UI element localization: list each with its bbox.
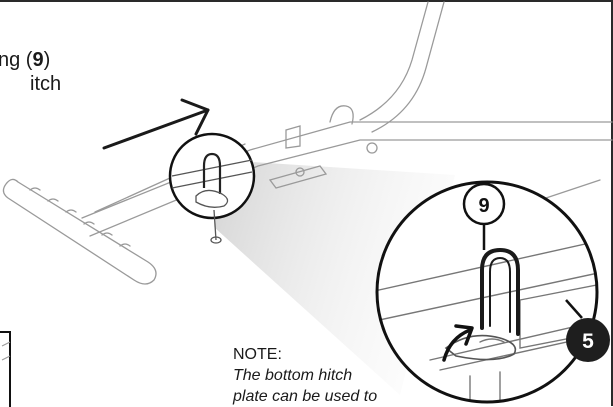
instruction-text: ng (9) itch [0, 48, 61, 96]
note-body-line-1: The bottom hitch [233, 367, 353, 384]
direction-arrow [102, 98, 210, 150]
note-body-line-2: plate can be used to [233, 388, 378, 405]
callout-part-9: 9 [462, 182, 506, 226]
note-block: NOTE: The bottom hitch plate can be used… [233, 344, 433, 407]
instruction-line-2: itch [30, 73, 62, 95]
instruction-part-number: 9 [32, 49, 44, 71]
detail-circle-large [375, 180, 599, 404]
inset-thumbnail [0, 331, 11, 407]
instruction-line-1: ng (9) [0, 49, 51, 71]
note-heading: NOTE: [233, 346, 282, 363]
detail-circle-small [168, 132, 256, 244]
callout-part-5-label: 5 [582, 330, 594, 353]
callout-part-9-label: 9 [478, 195, 489, 217]
hitch-pin [480, 247, 520, 336]
callout-part-5: 5 [566, 318, 610, 362]
